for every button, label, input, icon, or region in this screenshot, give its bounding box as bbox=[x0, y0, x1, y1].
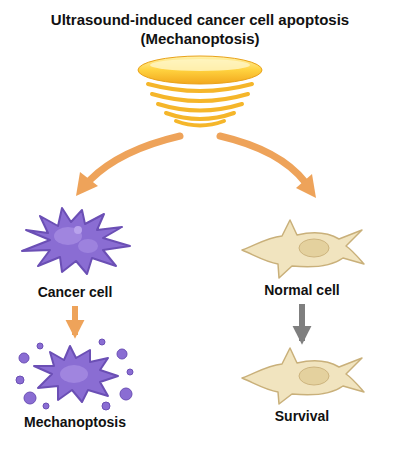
cell-label: Normal cell bbox=[260, 280, 343, 301]
transducer-highlight bbox=[150, 59, 250, 71]
cell-label: Cancer cell bbox=[34, 282, 117, 303]
surviving-cell-illustration bbox=[232, 342, 372, 406]
ultrasound-waves bbox=[148, 84, 252, 126]
cell-node: Cancer cell bbox=[10, 200, 140, 303]
cell-label: Mechanoptosis bbox=[20, 412, 130, 433]
normal-cell-illustration bbox=[232, 208, 372, 280]
cell-label: Survival bbox=[271, 406, 333, 427]
cell-node: Mechanoptosis bbox=[10, 336, 140, 433]
cell-node: Normal cell bbox=[232, 208, 372, 301]
process-arrow bbox=[72, 306, 78, 335]
transducer bbox=[138, 56, 262, 84]
arrowhead bbox=[76, 172, 98, 196]
title-text: Ultrasound-induced cancer cell apoptosis… bbox=[51, 11, 349, 47]
diagram-title: Ultrasound-induced cancer cell apoptosis… bbox=[40, 10, 360, 48]
arrowhead bbox=[296, 174, 316, 198]
mechanoptosis-illustration bbox=[10, 336, 140, 412]
wave-arrows bbox=[90, 136, 305, 182]
cancer-cell-illustration bbox=[10, 200, 140, 282]
cell-node: Survival bbox=[232, 342, 372, 427]
process-arrow bbox=[299, 304, 305, 341]
